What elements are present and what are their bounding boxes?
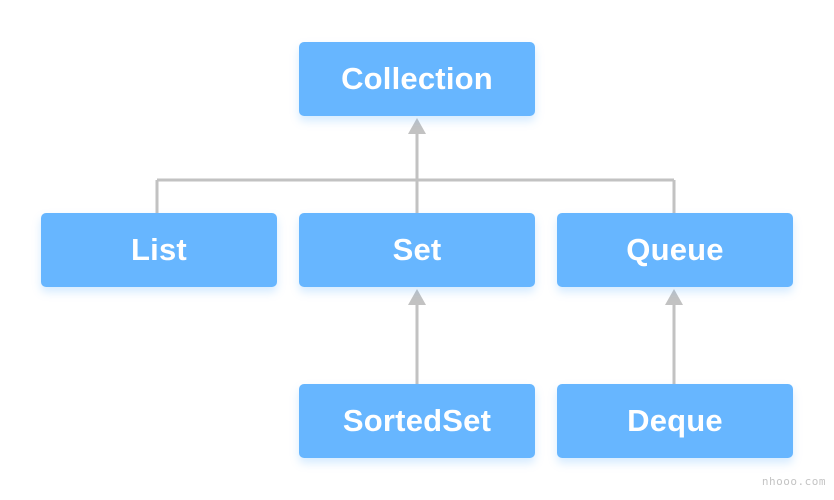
node-deque: Deque xyxy=(557,384,793,458)
node-collection-label: Collection xyxy=(341,61,493,96)
arrowhead-queue xyxy=(665,289,683,305)
arrowhead-set xyxy=(408,289,426,305)
node-deque-label: Deque xyxy=(627,403,723,438)
node-list-label: List xyxy=(131,232,187,267)
node-queue: Queue xyxy=(557,213,793,287)
node-set-label: Set xyxy=(392,232,442,267)
node-list: List xyxy=(41,213,277,287)
node-set: Set xyxy=(299,213,535,287)
watermark: nhooo.com xyxy=(761,475,826,488)
arrowhead-collection xyxy=(408,118,426,134)
node-queue-label: Queue xyxy=(626,232,724,267)
node-collection: Collection xyxy=(299,42,535,116)
node-sortedset: SortedSet xyxy=(299,384,535,458)
node-sortedset-label: SortedSet xyxy=(342,403,492,438)
